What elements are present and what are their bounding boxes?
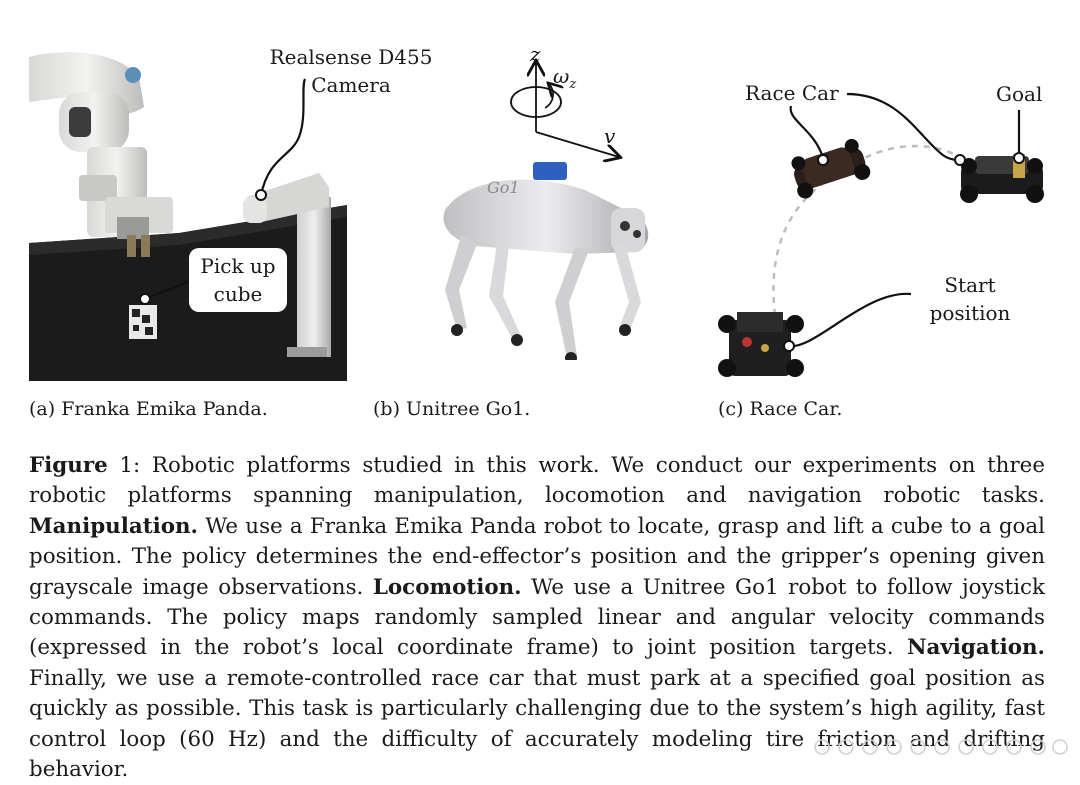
axis-v-label: v [604, 124, 616, 148]
racecar-photo [718, 92, 1044, 377]
race-car-goal [960, 154, 1044, 203]
locomotion-heading: Locomotion. [372, 574, 522, 600]
start-label-line-1: Start [944, 273, 996, 297]
franka-photo [29, 47, 347, 381]
robot-logo-text: Go1 [487, 178, 520, 197]
start-position-label: Start position [916, 271, 1024, 327]
axis-omega-subscript: z [569, 77, 577, 92]
subfigure-go1: Go1 z ωz v [405, 40, 675, 360]
go1-photo [443, 40, 649, 360]
navigation-heading: Navigation. [906, 635, 1045, 661]
axis-omega-symbol: ω [553, 64, 570, 88]
axis-omega-label: ωz [553, 62, 576, 99]
subfigure-racecar [715, 70, 1055, 390]
camera-label-line-2: Camera [311, 73, 391, 97]
navigation-text: Finally, we use a remote-controlled race… [29, 665, 1045, 783]
race-car-label: Race Car [745, 81, 839, 105]
caption-intro: Robotic platforms studied in this work. … [29, 453, 1045, 509]
figure-label: Figure [29, 453, 108, 478]
race-car-mid [791, 138, 871, 199]
subcaption-c: (c) Race Car. [718, 398, 843, 420]
race-car-start [718, 312, 804, 377]
figure-number: 1: [107, 453, 152, 478]
manipulation-heading: Manipulation. [29, 513, 198, 539]
subfigure-franka: Pick up cube [29, 47, 347, 381]
callout-line-1: Pick up [200, 254, 276, 278]
axis-z-label: z [530, 42, 541, 66]
subcaption-a: (a) Franka Emika Panda. [29, 398, 268, 420]
camera-label-line-1: Realsense D455 [269, 45, 433, 69]
start-label-line-2: position [929, 301, 1011, 325]
watermark-strip [814, 739, 1068, 755]
figure-caption: Figure 1: Robotic platforms studied in t… [29, 451, 1045, 785]
goal-label: Goal [996, 82, 1043, 106]
manipulation-text: We use a Franka Emika Panda robot to loc… [29, 513, 1045, 600]
subcaption-b: (b) Unitree Go1. [373, 398, 531, 420]
pick-up-cube-callout: Pick up cube [189, 248, 287, 312]
camera-label: Realsense D455 Camera [258, 43, 444, 99]
locomotion-text: We use a Unitree Go1 robot to follow joy… [29, 574, 1045, 661]
callout-line-2: cube [213, 282, 263, 306]
